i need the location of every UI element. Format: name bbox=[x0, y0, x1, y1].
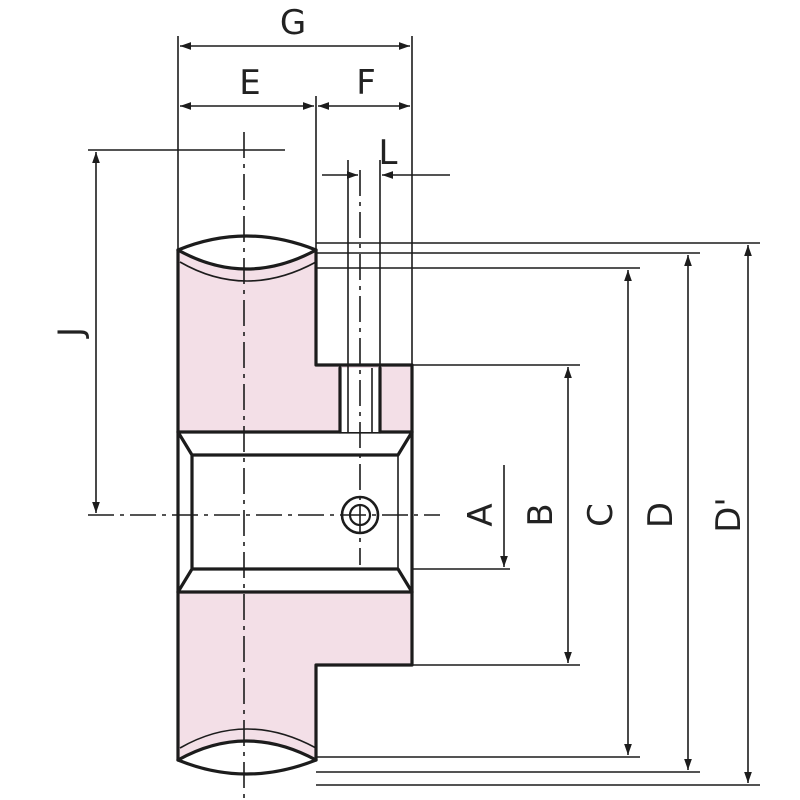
label-B: B bbox=[521, 503, 561, 526]
gear-cross-section bbox=[176, 234, 414, 776]
center-lines bbox=[88, 132, 440, 800]
gear-upper-section bbox=[178, 250, 338, 432]
label-D: D bbox=[641, 502, 681, 528]
dimension-lines bbox=[92, 42, 752, 783]
extension-lines bbox=[88, 36, 760, 786]
bore-chamfer bbox=[176, 430, 414, 594]
label-F: F bbox=[356, 63, 376, 103]
tooth-bottom-arc-1 bbox=[176, 739, 318, 762]
label-A: A bbox=[461, 503, 501, 526]
label-D-prime: D' bbox=[709, 497, 749, 533]
tooth-top-arc-1 bbox=[176, 248, 318, 271]
tooth-top-outline bbox=[176, 234, 318, 252]
bore bbox=[190, 455, 412, 587]
gear-lower-section bbox=[178, 592, 412, 760]
label-E: E bbox=[239, 63, 260, 103]
label-L: L bbox=[379, 133, 398, 173]
dimension-labels: G E F L J A B C D D' bbox=[51, 3, 749, 533]
gear-outline bbox=[176, 248, 414, 762]
tooth-bottom-arc-2 bbox=[179, 728, 317, 749]
label-C: C bbox=[581, 503, 621, 527]
label-G: G bbox=[280, 3, 306, 43]
tooth-bottom-outline bbox=[176, 758, 318, 776]
label-J: J bbox=[51, 327, 91, 339]
tooth-top-arc-2 bbox=[179, 261, 317, 282]
